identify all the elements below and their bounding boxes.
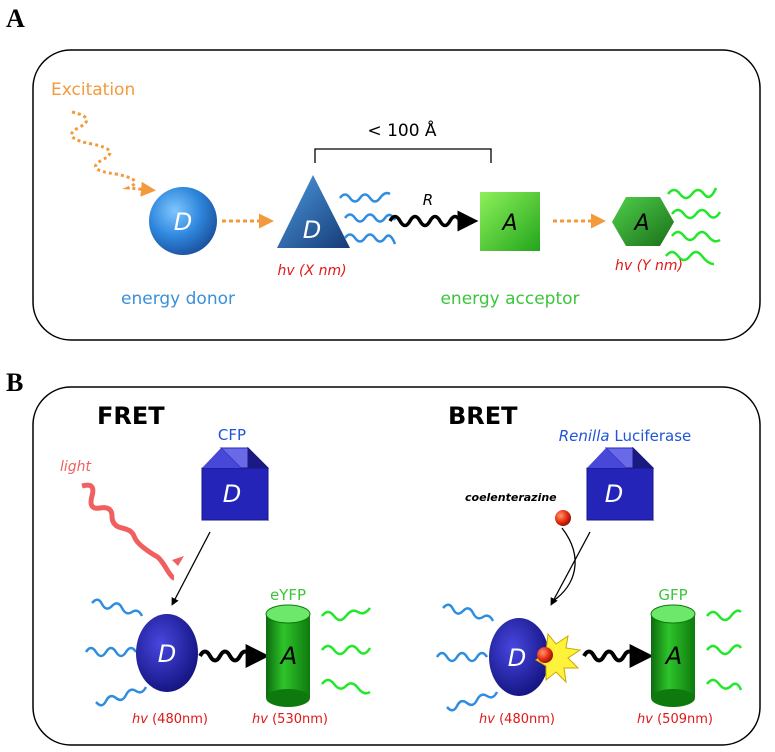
donor-triangle <box>277 175 350 248</box>
fret-donor-letter: D <box>158 640 176 668</box>
fret-hv-acceptor: hv (530nm) <box>252 712 328 727</box>
acceptor-hexagon-letter: A <box>632 211 649 236</box>
acceptor-hexagon <box>612 197 674 246</box>
coelenterazine-ball <box>555 510 571 526</box>
fret-hv-donor: hv (480nm) <box>132 712 208 727</box>
bret-transfer-wave <box>582 644 654 668</box>
excitation-label: Excitation <box>51 80 135 100</box>
coelenterazine-label: coelenterazine <box>465 491 557 504</box>
fret-green-waves <box>321 607 372 695</box>
donor-emission-waves <box>338 191 397 245</box>
donor-circle-letter: D <box>174 208 192 236</box>
acceptor-square-letter: A <box>500 211 517 236</box>
bret-acceptor-cylinder <box>650 604 696 707</box>
r-label: R <box>423 191 433 209</box>
bret-donor-cube <box>586 446 655 522</box>
fret-cube-arrow <box>171 531 211 606</box>
bret-title: BRET <box>448 402 518 430</box>
fret-title: FRET <box>97 402 165 430</box>
gfp-label: GFP <box>658 586 687 604</box>
bret-hv-acceptor: hv (509nm) <box>637 712 713 727</box>
eyfp-label: eYFP <box>270 586 306 604</box>
bret-green-waves <box>706 609 743 691</box>
acceptor-emission-waves <box>665 187 722 266</box>
light-label: light <box>60 459 92 475</box>
transfer-wave <box>388 210 479 232</box>
hv-acceptor-label: hv (Y nm) <box>615 258 683 274</box>
fret-acceptor-cylinder <box>265 604 311 707</box>
fret-donor-ellipse <box>136 614 198 692</box>
panel-b-letter: B <box>6 368 23 397</box>
hv-donor-label: hv (X nm) <box>277 263 346 279</box>
distance-label: < 100 Å <box>367 119 436 141</box>
bret-acceptor-letter: A <box>664 642 682 670</box>
fret-acceptor-letter: A <box>279 642 297 670</box>
light-wave <box>81 482 175 581</box>
energy-acceptor-label: energy acceptor <box>440 289 579 309</box>
bret-donor-ellipse <box>489 618 549 696</box>
excitation-wave <box>70 110 156 197</box>
acceptor-square <box>480 192 540 251</box>
fret-donor-cube <box>201 446 270 522</box>
cfp-label: CFP <box>218 426 246 444</box>
light-arrowhead <box>172 556 184 566</box>
fret-transfer-wave <box>198 644 270 668</box>
bret-hv-donor: hv (480nm) <box>479 712 555 727</box>
panel-a-letter: A <box>6 4 25 33</box>
bret-blue-waves <box>435 603 499 712</box>
panel-b-frame <box>32 386 761 746</box>
coelenterazine-curve <box>552 527 576 602</box>
bret-cube-letter: D <box>605 480 623 508</box>
fret-cube-letter: D <box>223 480 241 508</box>
panel-a-frame <box>32 49 761 341</box>
energy-donor-label: energy donor <box>121 289 235 309</box>
luminescence-burst <box>535 632 582 684</box>
bret-donor-letter: D <box>508 644 526 672</box>
distance-bracket <box>314 148 492 163</box>
bret-reaction-ball <box>537 647 553 663</box>
renilla-luciferase-label: Renilla Luciferase <box>559 427 692 445</box>
donor-triangle-letter: D <box>303 216 321 244</box>
fret-blue-waves <box>84 598 148 707</box>
bret-cube-arrow <box>550 531 591 606</box>
donor-circle <box>149 187 217 255</box>
